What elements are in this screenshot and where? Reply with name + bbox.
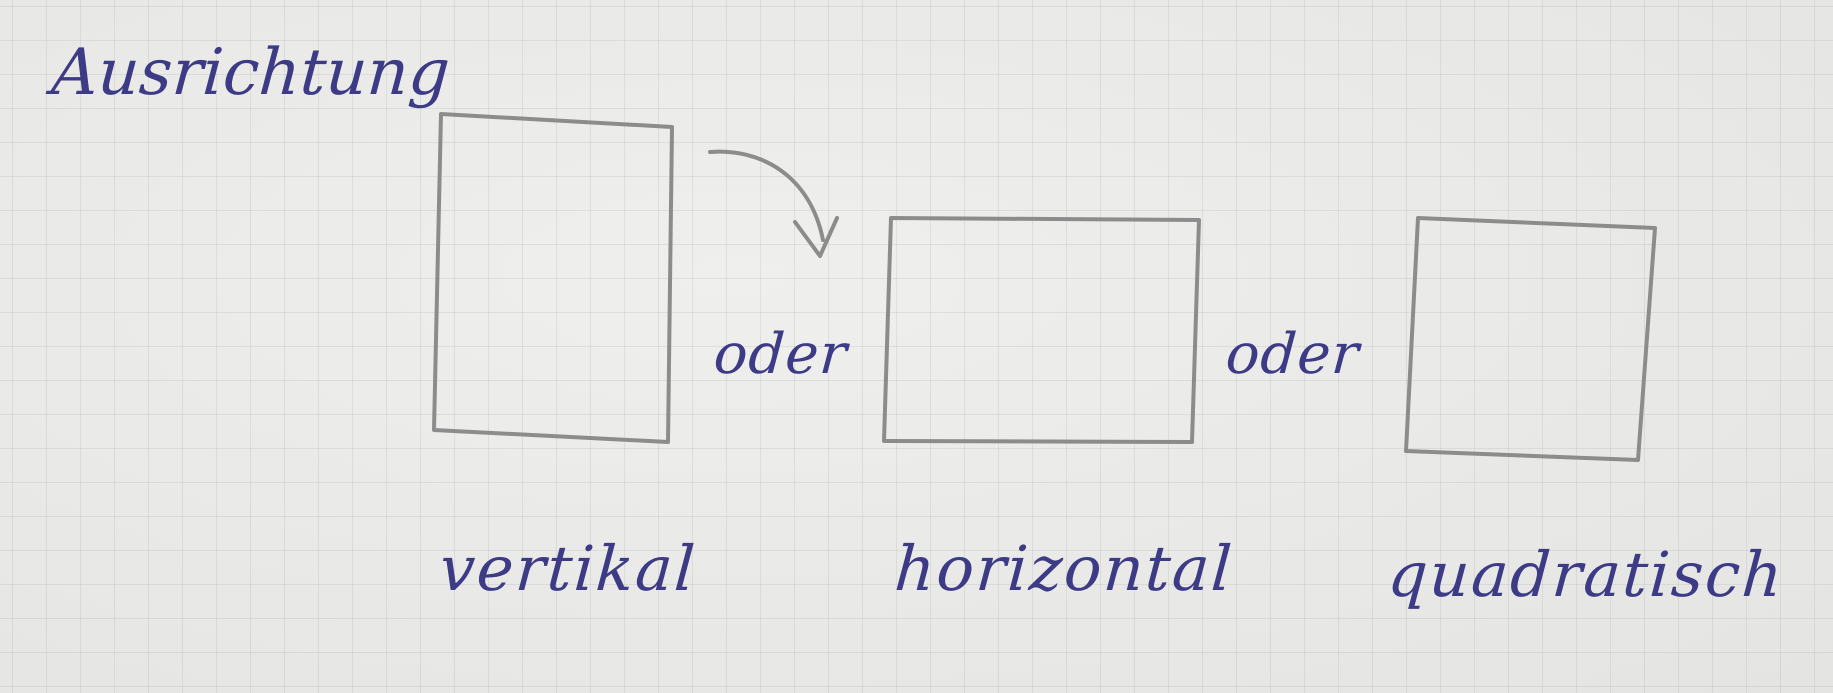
connector-text-2: oder [1223,322,1362,387]
page-title: Ausrichtung [49,36,453,110]
horizontal-frame [882,216,1201,444]
vertical-frame [432,112,674,444]
arrow-head [793,216,839,258]
curved-arrow [708,149,825,242]
label-horizontal: horizontal [892,532,1236,605]
connector-text-1: oder [711,322,850,387]
label-square: quadratisch [1385,538,1787,611]
square-frame [1404,216,1657,462]
label-vertical: vertikal [437,532,700,605]
